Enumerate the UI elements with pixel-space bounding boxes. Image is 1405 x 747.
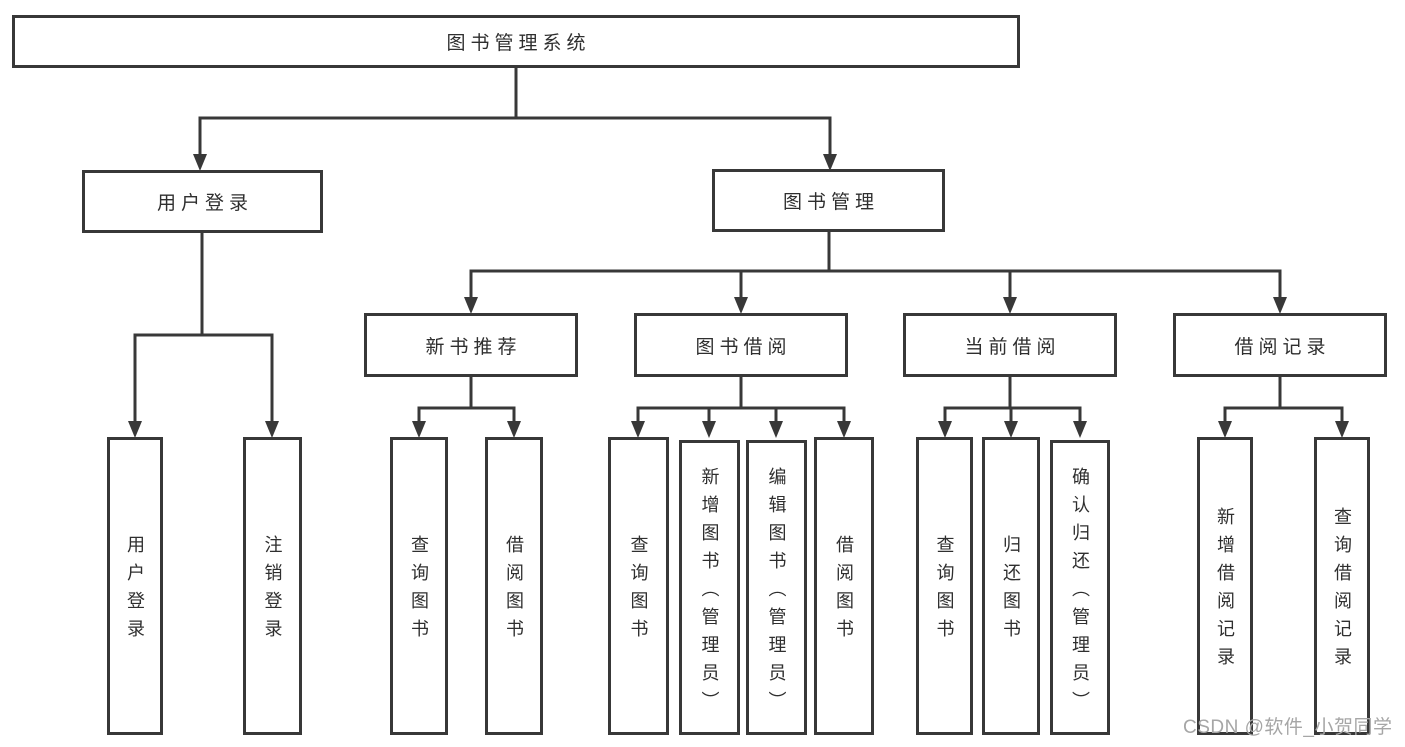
node-current-borrow-label: 当前借阅	[964, 336, 1061, 358]
leaf-bb-query-book-label: 查询图书	[628, 535, 649, 647]
csdn-watermark: CSDN @软件_小贺同学	[1183, 717, 1393, 738]
leaf-bb-borrow-book-label: 借阅图书	[834, 535, 854, 647]
leaf-user-login: 用户登录	[107, 437, 163, 735]
leaf-logout: 注销登录	[243, 437, 302, 735]
leaf-user-login-label: 用户登录	[125, 535, 145, 647]
leaf-bb-edit-book: 编辑图书（管理员）	[746, 440, 807, 735]
leaf-bb-add-book: 新增图书（管理员）	[679, 440, 740, 735]
leaf-br-add-record: 新增借阅记录	[1197, 437, 1253, 735]
node-book-borrow: 图书借阅	[634, 313, 848, 377]
leaf-cb-query-book-label: 查询图书	[934, 535, 955, 647]
leaf-cb-return-book: 归还图书	[982, 437, 1040, 735]
node-new-book-recommend: 新书推荐	[364, 313, 578, 377]
leaf-cb-confirm-return: 确认归还（管理员）	[1050, 440, 1110, 735]
node-book-borrow-label: 图书借阅	[695, 336, 792, 358]
leaf-cb-confirm-return-label: 确认归还（管理员）	[1070, 466, 1090, 719]
node-current-borrow: 当前借阅	[903, 313, 1117, 377]
node-book-management: 图书管理	[712, 169, 945, 232]
leaf-logout-label: 注销登录	[262, 535, 283, 647]
node-borrow-record: 借阅记录	[1173, 313, 1387, 377]
leaf-rec-query-book-label: 查询图书	[409, 535, 429, 647]
leaf-bb-borrow-book: 借阅图书	[814, 437, 874, 735]
leaf-rec-borrow-book: 借阅图书	[485, 437, 543, 735]
leaf-rec-borrow-book-label: 借阅图书	[504, 535, 524, 647]
leaf-br-add-record-label: 新增借阅记录	[1215, 507, 1235, 675]
node-user-login: 用户登录	[82, 170, 323, 233]
leaf-bb-add-book-label: 新增图书（管理员）	[699, 466, 720, 719]
leaf-bb-query-book: 查询图书	[608, 437, 669, 735]
leaf-br-query-record-label: 查询借阅记录	[1332, 507, 1352, 675]
leaf-rec-query-book: 查询图书	[390, 437, 448, 735]
node-root: 图书管理系统	[12, 15, 1020, 68]
leaf-bb-edit-book-label: 编辑图书（管理员）	[766, 466, 787, 719]
leaf-br-query-record: 查询借阅记录	[1314, 437, 1370, 735]
leaf-cb-return-book-label: 归还图书	[1001, 535, 1021, 647]
node-new-book-recommend-label: 新书推荐	[425, 336, 522, 358]
node-borrow-record-label: 借阅记录	[1234, 336, 1331, 358]
node-user-login-label: 用户登录	[156, 193, 253, 214]
leaf-cb-query-book: 查询图书	[916, 437, 973, 735]
node-root-label: 图书管理系统	[446, 33, 591, 54]
node-book-management-label: 图书管理	[782, 192, 879, 213]
